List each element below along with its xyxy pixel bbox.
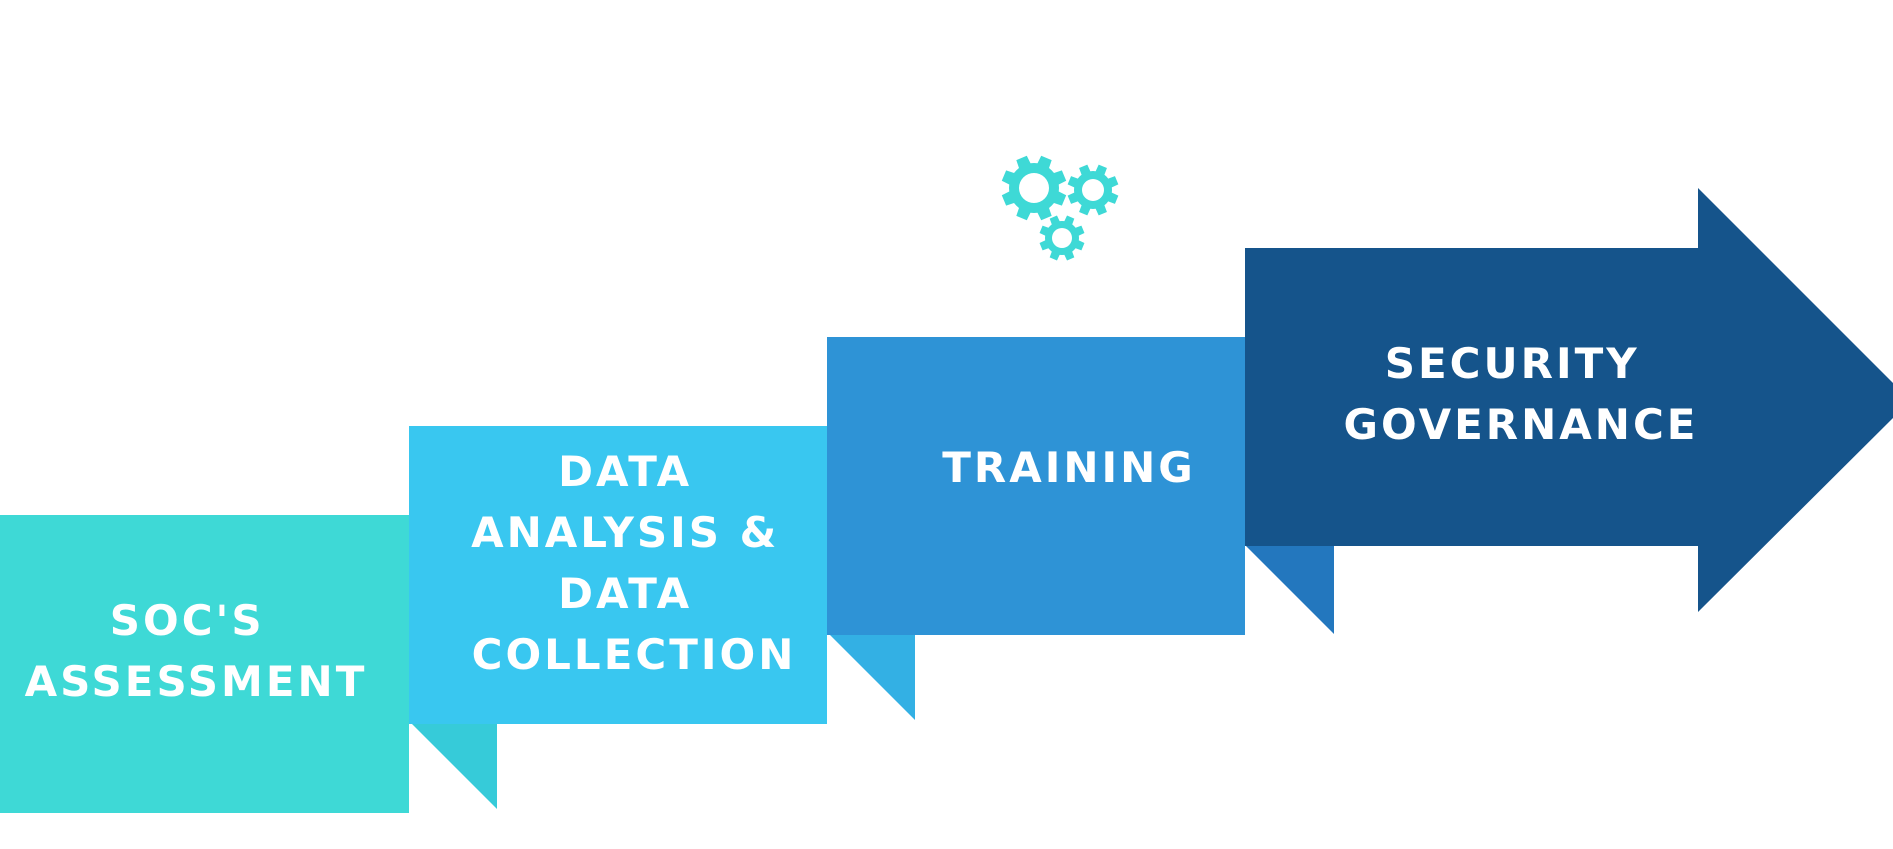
gear-small-icon <box>1067 164 1119 216</box>
step-label-line: COLLECTION <box>472 630 797 679</box>
step-label: SECURITY GOVERNANCE <box>1344 339 1699 449</box>
step-data-analysis: DATA ANALYSIS & DATA COLLECTION <box>409 426 915 724</box>
step-label-line: GOVERNANCE <box>1344 400 1699 449</box>
gears-icon <box>1001 155 1119 261</box>
step-label: TRAINING <box>942 443 1196 492</box>
step-label-line: SOC'S <box>110 596 265 645</box>
step-label-line: TRAINING <box>942 443 1196 492</box>
step-label: SOC'S ASSESSMENT <box>25 596 368 706</box>
gear-large-icon <box>1001 155 1067 221</box>
step-socs-assessment: SOC'S ASSESSMENT <box>0 515 497 813</box>
step-label-line: DATA <box>558 569 692 618</box>
step-box <box>827 337 1245 635</box>
step-label-line: DATA <box>558 447 692 496</box>
step-label-line: ASSESSMENT <box>25 657 368 706</box>
step-box <box>0 515 409 813</box>
step-fold <box>1245 545 1334 634</box>
step-label: DATA ANALYSIS & DATA COLLECTION <box>471 447 797 679</box>
step-training: TRAINING <box>827 337 1334 635</box>
step-fold <box>409 721 497 809</box>
step-box <box>409 426 827 724</box>
step-label-line: ANALYSIS & <box>471 508 779 557</box>
step-fold <box>827 632 915 720</box>
step-label-line: SECURITY <box>1385 339 1640 388</box>
step-arrow <box>1245 188 1893 612</box>
step-security-governance: SECURITY GOVERNANCE <box>1245 188 1893 612</box>
gear-small-icon <box>1039 215 1085 261</box>
